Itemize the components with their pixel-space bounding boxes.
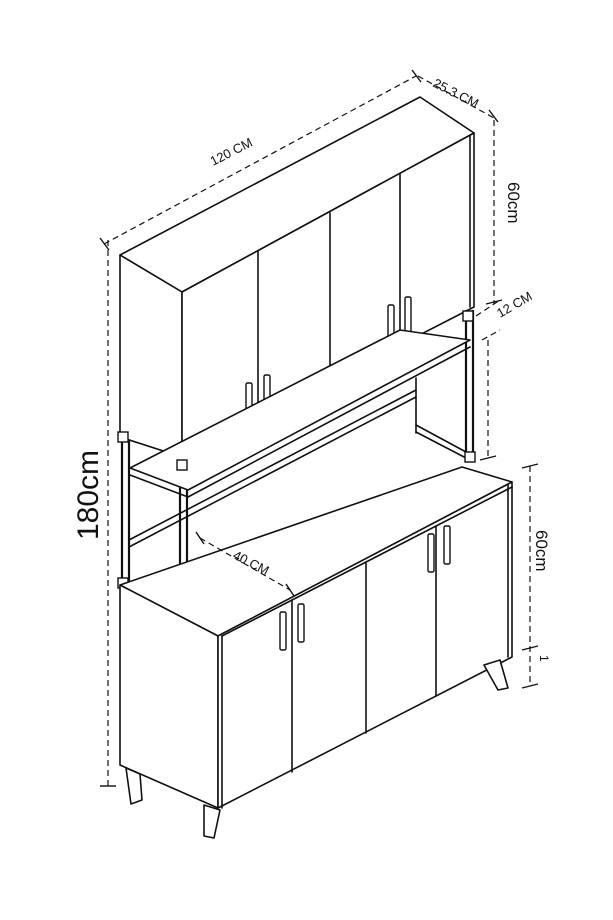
lower-cabinet xyxy=(119,466,513,839)
label-width-top: 120 CM xyxy=(208,135,255,169)
handle-icon xyxy=(443,525,451,565)
side-rail xyxy=(415,424,467,453)
shelf-edge xyxy=(129,474,189,498)
dim-width-top xyxy=(103,75,417,245)
dim-depth-top xyxy=(417,75,495,119)
shelf-edge xyxy=(187,346,471,498)
label-shelf-gap: 12 CM xyxy=(494,288,535,320)
handle-icon xyxy=(279,611,287,651)
upper-front-face xyxy=(181,132,475,458)
back-rail xyxy=(128,389,417,541)
label-upper-height: 60cm xyxy=(504,182,523,224)
label-lower-height: 60cm xyxy=(532,530,551,572)
leg-icon xyxy=(203,804,221,839)
lower-top-edge xyxy=(221,486,513,637)
open-shelf-frame xyxy=(117,310,476,613)
dimension-lines xyxy=(99,69,539,787)
back-rail xyxy=(128,396,417,548)
label-total-height: 180cm xyxy=(72,450,105,540)
label-leg-height: 1 xyxy=(537,655,551,662)
bracket-icon xyxy=(464,451,476,463)
side-rail xyxy=(415,431,467,459)
dim-depth-bottom xyxy=(199,537,291,591)
handle-icon xyxy=(404,296,412,334)
bracket-icon xyxy=(462,310,474,322)
dim-shelf-gap xyxy=(475,299,501,317)
bracket-icon xyxy=(117,431,129,443)
label-depth-top: 25.3 CM xyxy=(431,75,482,111)
handle-icon xyxy=(427,533,435,573)
bracket-icon xyxy=(176,459,188,471)
handle-icon xyxy=(297,603,305,643)
leg-icon xyxy=(483,659,509,691)
middle-shelf xyxy=(129,329,471,491)
leg-icon xyxy=(125,767,143,805)
upper-cabinet xyxy=(119,96,475,458)
